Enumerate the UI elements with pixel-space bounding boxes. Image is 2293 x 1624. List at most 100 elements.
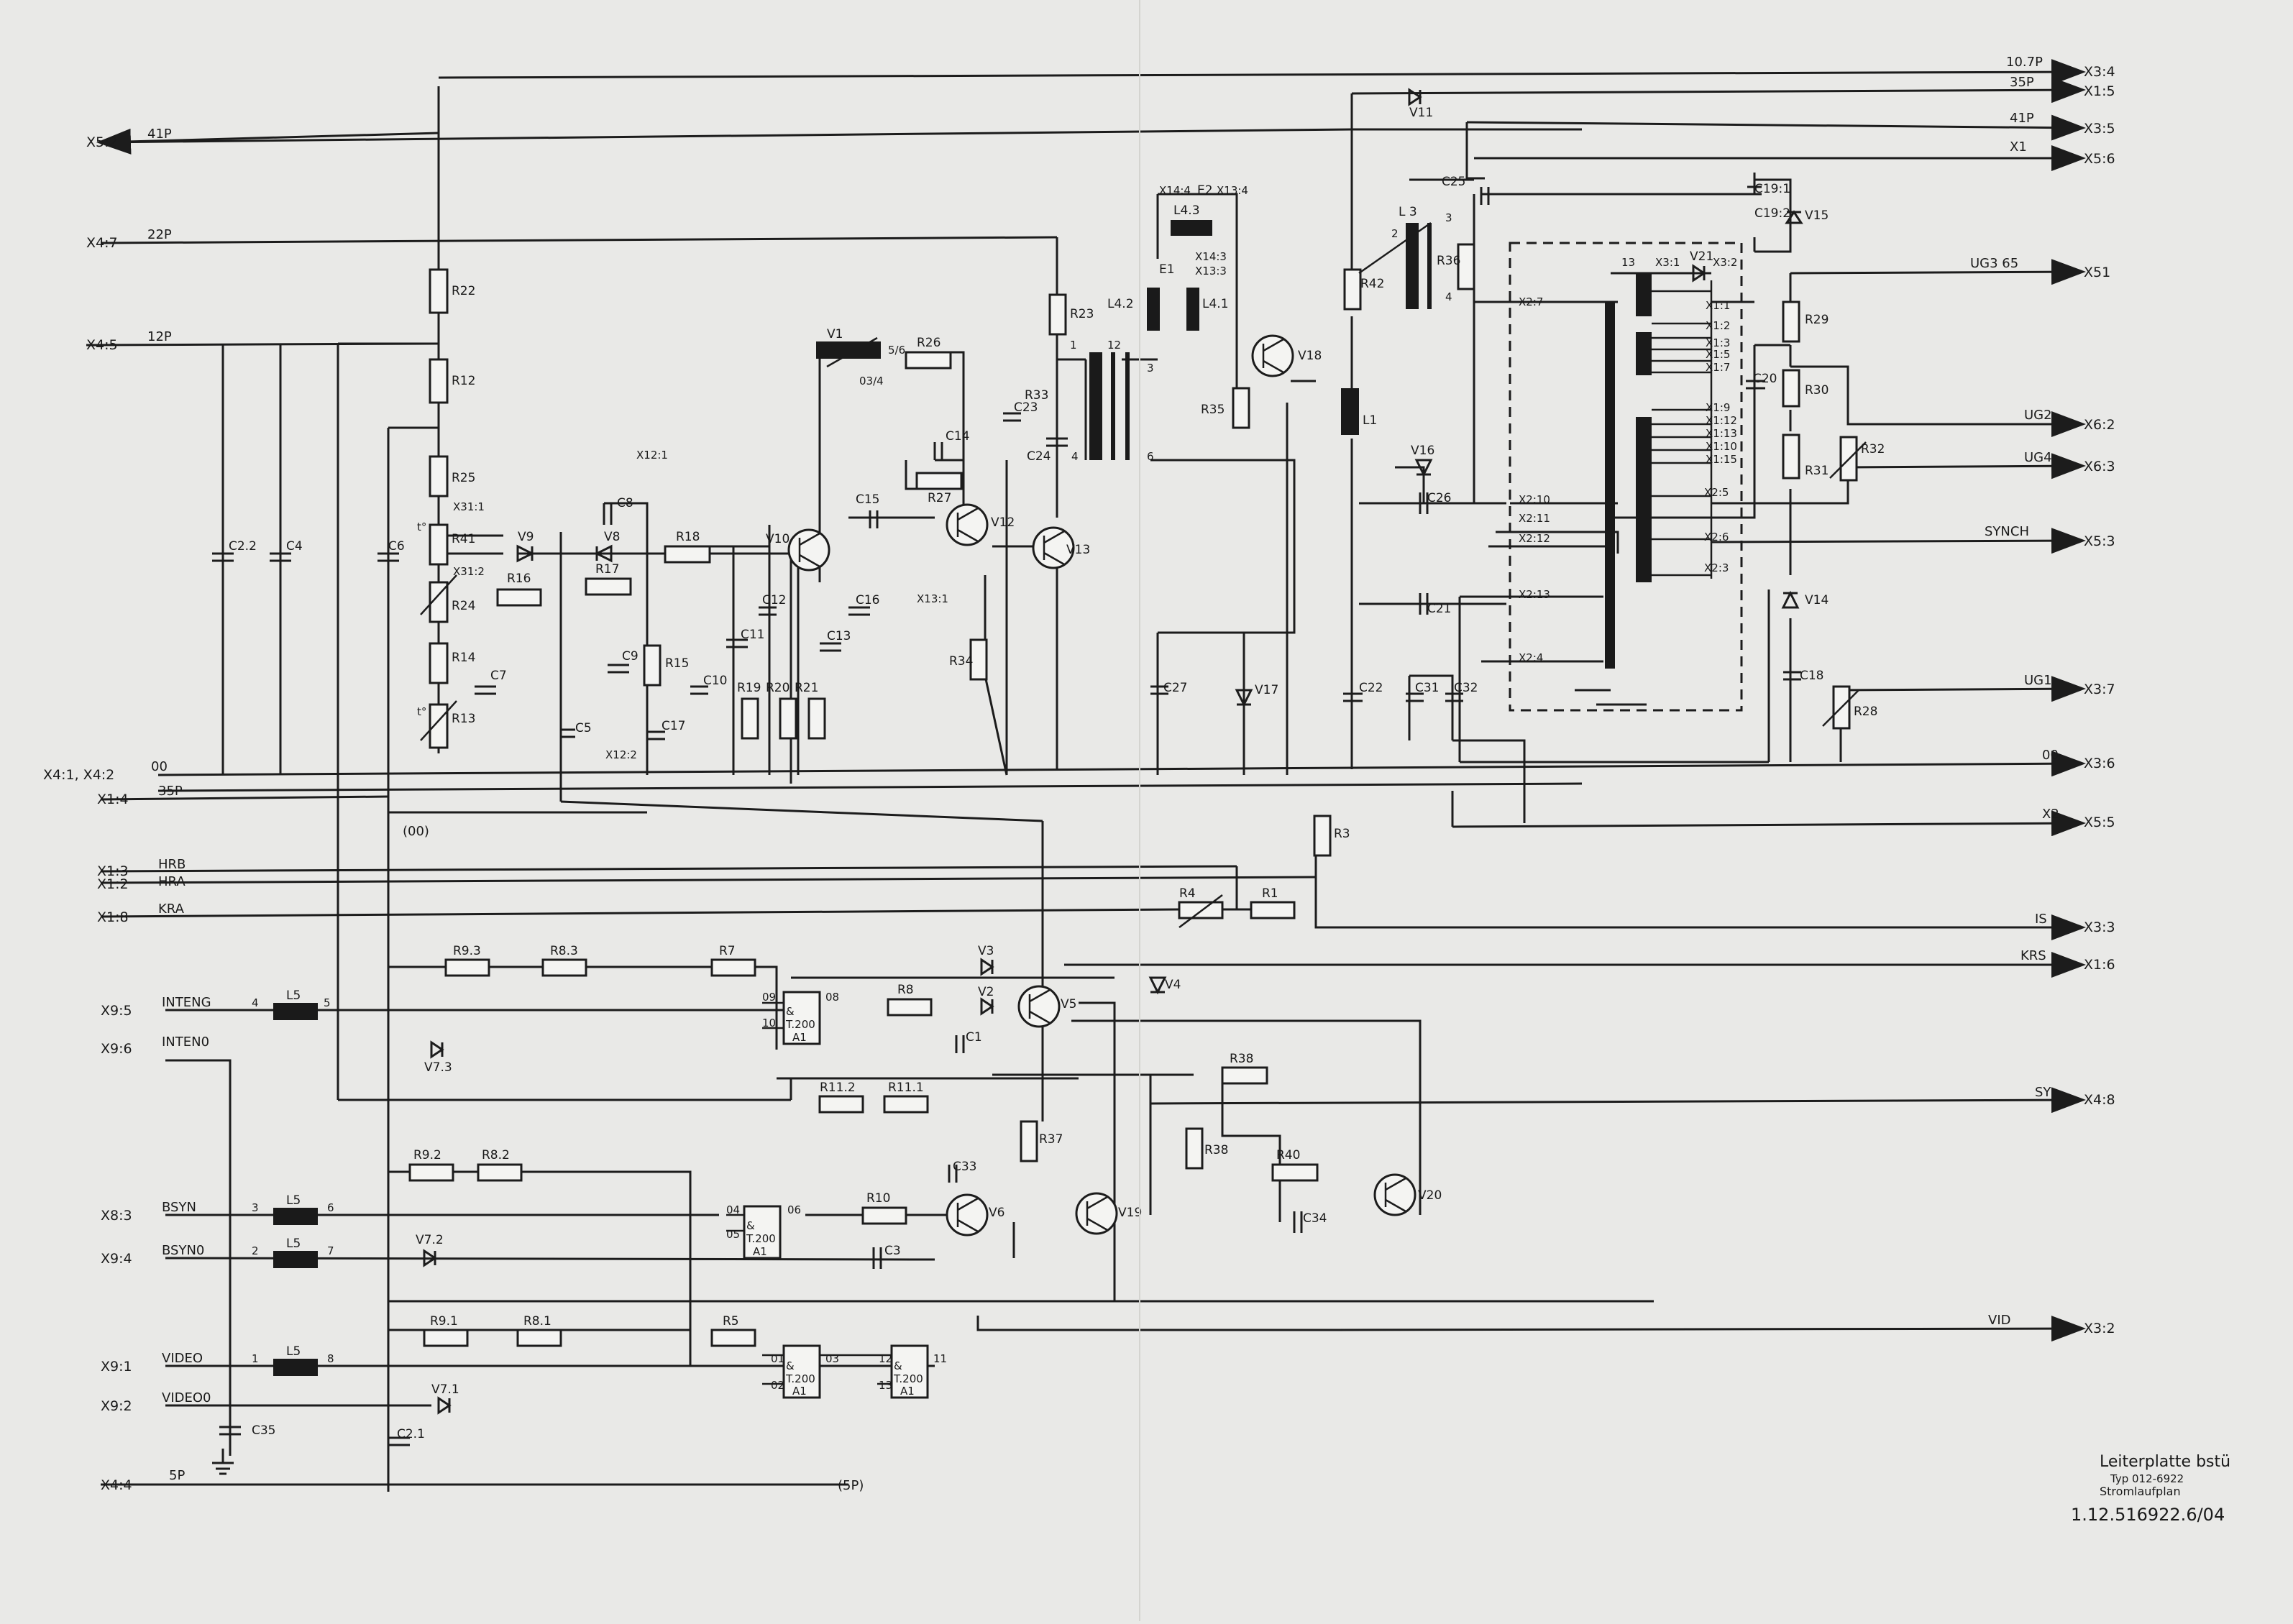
component-label: V16 (1411, 444, 1434, 458)
component-label: L4.3 (1173, 203, 1200, 218)
gate-symbol: & (746, 1219, 755, 1232)
node-label: X13:3 (1195, 265, 1227, 277)
node-label: 12 (879, 1352, 892, 1365)
component-label: C18 (1800, 669, 1824, 683)
component-label: R8.3 (550, 944, 578, 958)
node-label: 09 (762, 991, 776, 1004)
component-label: C3 (884, 1244, 901, 1258)
node-label: X1:1 (1706, 299, 1730, 312)
component-label: V4 (1165, 978, 1181, 992)
component-label: C19:1 (1754, 182, 1790, 196)
component-label: R11.2 (820, 1081, 856, 1095)
signal-label: 00 (151, 759, 168, 774)
component-label: R8.1 (523, 1314, 551, 1329)
node-label: X2:6 (1704, 531, 1729, 543)
node-label: X31:2 (453, 565, 485, 578)
connector-label: X3:6 (2084, 756, 2115, 771)
node-label: t° (417, 705, 426, 718)
connector-label: X4:8 (2084, 1092, 2115, 1108)
gate-ref: A1 (753, 1245, 767, 1258)
component-label: R31 (1805, 464, 1829, 478)
connector-label: X9:4 (101, 1251, 132, 1267)
node-label: 4 (1445, 290, 1452, 303)
signal-label: X1 (2010, 139, 2027, 155)
component-label: R34 (949, 654, 973, 669)
title-block-type: Typ 012-6922 (2110, 1472, 2184, 1485)
component-label: R11.1 (888, 1081, 924, 1095)
component-label: C19:2 (1754, 206, 1790, 221)
connector-label: X4:4 (101, 1477, 132, 1493)
top-bus-wires (86, 59, 2086, 753)
node-label: 1|2 (820, 344, 837, 357)
node-label: 1 (1070, 339, 1077, 352)
node-label: X1:13 (1706, 427, 1737, 440)
connector-label: X5:3 (2084, 533, 2115, 549)
component-label: C11 (741, 628, 765, 642)
component-label: R4 (1179, 886, 1196, 901)
diodes (423, 88, 1803, 1415)
signal-label: 35P (158, 784, 183, 799)
component-label: E1 (1159, 262, 1175, 277)
component-label: R26 (917, 336, 940, 350)
gate-type: T.200 (785, 1018, 815, 1031)
component-label: C9 (622, 649, 639, 664)
component-label: C12 (762, 593, 787, 607)
gate-symbol: & (894, 1359, 902, 1372)
node-label: X1:10 (1706, 440, 1737, 453)
node-label: 13 (1621, 256, 1635, 269)
component-label: R7 (719, 944, 736, 958)
signal-label: KRA (158, 902, 185, 917)
signal-label: 41P (2010, 111, 2034, 126)
node-label: 7 (327, 1244, 334, 1257)
component-label: C15 (856, 492, 880, 507)
title-block-docno: 1.12.516922.6/04 (2071, 1505, 2225, 1525)
component-label: V3 (978, 944, 994, 958)
node-label: 02 (771, 1379, 784, 1392)
signal-label: 10.7P (2006, 55, 2043, 70)
connector-label: X51 (2084, 265, 2110, 280)
component-label: R29 (1805, 313, 1829, 327)
node-label: 3 (1147, 362, 1154, 375)
resistors (408, 243, 1858, 1347)
component-label: C27 (1163, 681, 1188, 695)
component-label: R42 (1360, 277, 1384, 291)
signal-label: BSYN (162, 1200, 196, 1215)
gate-ref: A1 (900, 1385, 915, 1398)
r41-thermistor (429, 523, 449, 566)
component-label: R1 (1262, 886, 1278, 901)
component-label: C31 (1415, 681, 1440, 695)
component-label: C34 (1303, 1211, 1327, 1226)
node-label: X2:13 (1519, 588, 1550, 601)
connector-label: X1:2 (97, 876, 129, 892)
component-label: R19 (737, 681, 761, 695)
component-label: L5 (286, 988, 301, 1003)
node-label: X13:4 (1217, 184, 1248, 197)
component-label: V20 (1418, 1188, 1442, 1203)
component-label: C26 (1427, 491, 1452, 505)
connector-label: X3:2 (2084, 1321, 2115, 1336)
tube-socket-dashed-box (1509, 242, 1743, 712)
node-label: t° (417, 520, 426, 533)
gate-type: T.200 (893, 1372, 923, 1385)
component-label: R21 (795, 681, 818, 695)
title-block-kind: Stromlaufplan (2100, 1485, 2181, 1498)
connector-label: X6:2 (2084, 417, 2115, 433)
component-label: V7.3 (424, 1060, 452, 1075)
component-label: R32 (1861, 442, 1885, 457)
component-label: R12 (452, 374, 475, 388)
node-label: 08 (825, 991, 839, 1004)
connector-label: X4:7 (86, 235, 118, 251)
signal-label: VID (1988, 1313, 2010, 1328)
component-label: R23 (1070, 307, 1094, 321)
node-label: 6 (327, 1201, 334, 1214)
node-label: 4 (1071, 450, 1079, 463)
node-label: 5 (324, 996, 331, 1009)
component-label: C25 (1442, 175, 1466, 189)
logic-gates (726, 991, 929, 1399)
component-label: C10 (703, 674, 728, 688)
node-label: 05 (726, 1228, 740, 1241)
component-label: R37 (1039, 1132, 1063, 1147)
connector-label: X9:5 (101, 1003, 132, 1019)
node-label: 01 (771, 1352, 784, 1365)
